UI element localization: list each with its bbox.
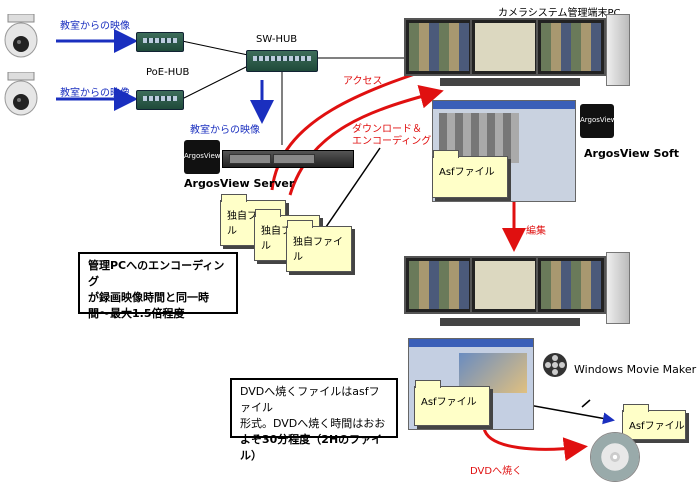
download-arrow [288,85,444,196]
movie-maker-label: Windows Movie Maker [574,363,697,376]
burn-dvd-arrow [482,427,588,462]
asf-file-1: Asfファイル [432,150,508,198]
asf-file-3: Asfファイル [622,404,686,440]
keyboard-top [440,78,580,86]
asf-file-3-label: Asfファイル [629,421,685,432]
keyboard-bottom [440,318,580,326]
pc-tower-bottom [606,252,630,324]
access-label: アクセス [343,76,383,87]
poe-hub-1 [136,32,184,52]
monitor-top-2 [470,18,540,76]
film-reel-icon [542,352,570,378]
argosview-server-logo: ArgosView [184,140,221,174]
argosview-soft-label: ArgosView Soft [584,147,679,160]
asf-file-2: Asfファイル [414,380,490,426]
poehub2-to-swhub-line [181,65,249,100]
dvd-note-line-3: よそ30分程度（2Hのファイル） [240,433,383,462]
camera-2 [4,71,38,118]
dvd-note-line-1: DVDへ焼くファイルはasfファイル [240,385,380,414]
video-label-2: 教室からの映像 [60,88,130,99]
dvd-note-line-2: 形式。DVDへ焼く時間はおお [240,417,386,430]
poe-hub-label: PoE-HUB [146,67,190,78]
poehub1-to-swhub-line [181,40,249,56]
edit-label: 編集 [526,226,546,237]
argosview-server-label: ArgosView Server [184,177,295,190]
monitor-bottom-3 [536,256,606,314]
logo-text: ArgosView [184,152,221,160]
monitor-bottom-1 [404,256,474,314]
video-label-3: 教室からの映像 [190,125,260,136]
asf-file-2-label: Asfファイル [421,397,477,408]
encoding-note-line-2: が録画映像時間と同一時 [88,291,209,304]
monitor-bottom-2 [470,256,540,314]
download-encode-label: ダウンロード＆ エンコーディング [352,124,432,147]
proprietary-file-3: 独自ファイル [286,220,352,272]
sw-hub-label: SW-HUB [256,34,298,45]
pc-tower-top [606,14,630,86]
encoding-note-line-1: 管理PCへのエンコーディング [88,259,225,288]
dvd-disc-icon [590,432,640,482]
monitor-top-3 [536,18,606,76]
argosview-server [222,150,354,168]
encoding-note: 管理PCへのエンコーディング が録画映像時間と同一時 間～最大1.5倍程度 [78,252,238,320]
asf-file-1-label: Asfファイル [439,167,495,178]
proprietary-file-1-label: 独自ファイル [227,211,277,237]
burn-dvd-label: DVDへ焼く [470,466,523,477]
logo-text-2: ArgosView [580,116,617,124]
sw-hub [246,50,318,72]
dvd-note: DVDへ焼くファイルはasfファイル 形式。DVDへ焼く時間はおお よそ30分程… [230,378,398,462]
poe-hub-2 [136,90,184,110]
asf-pointer-line [581,399,591,408]
proprietary-file-3-label: 独自ファイル [293,237,343,263]
encoding-note-line-3: 間～最大1.5倍程度 [88,307,185,320]
monitor-top-1 [404,18,474,76]
video-label-1: 教室からの映像 [60,21,130,32]
terminal-pc-label: カメラシステム管理端末PC [498,8,621,19]
argosview-soft-logo: ArgosView [580,104,617,138]
camera-1 [4,13,38,60]
